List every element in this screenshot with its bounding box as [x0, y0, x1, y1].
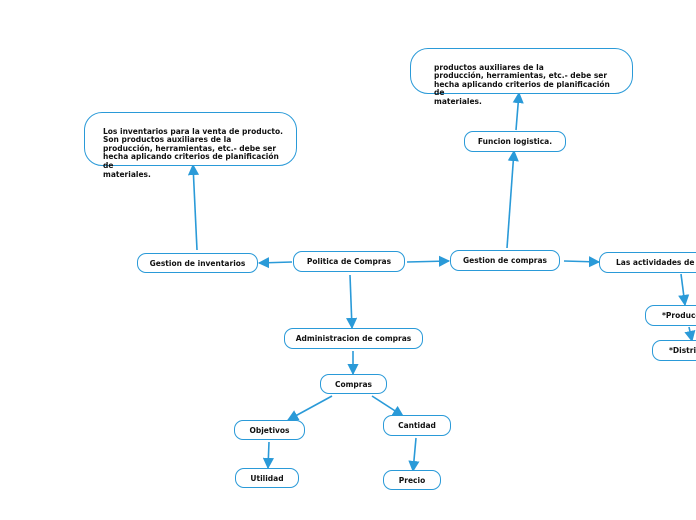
- funcion-logistica-node[interactable]: Funcion logistica.: [464, 131, 566, 152]
- root-node[interactable]: Politica de Compras: [293, 251, 405, 272]
- objetivos-label: Objetivos: [249, 425, 290, 435]
- compras-label: Compras: [334, 379, 373, 389]
- administracion-node[interactable]: Administracion de compras: [284, 328, 423, 349]
- gestion-inventarios-node[interactable]: Gestion de inventarios: [137, 253, 258, 273]
- cantidad-node[interactable]: Cantidad: [383, 415, 451, 436]
- funcion-logistica-label: Funcion logistica.: [477, 137, 553, 146]
- edge-produccion-distribucion: [684, 326, 696, 343]
- edge-root-administracion: [346, 274, 358, 330]
- edge-objetivos-utilidad: [262, 441, 274, 470]
- edge-compras-objetivos: [287, 395, 333, 421]
- edge-compras-cantidad: [371, 395, 404, 417]
- gestion-inventarios-label: Gestion de inventarios: [149, 258, 246, 268]
- utilidad-node[interactable]: Utilidad: [235, 468, 299, 488]
- logistica-note: productos auxiliares de la producción, h…: [410, 48, 633, 106]
- distribucion-label: *Distrib: [669, 346, 696, 355]
- produccion-node[interactable]: *Produccio: [645, 305, 696, 326]
- logistica-note-text: productos auxiliares de la producción, h…: [434, 62, 610, 106]
- edge-inventarios-note: [187, 163, 200, 251]
- actividades-node[interactable]: Las actividades de Lo: [599, 252, 696, 273]
- edge-root-gestion-compras: [406, 255, 451, 267]
- edge-logistica-note: [512, 91, 524, 131]
- inventarios-note: Los inventarios para la venta de product…: [84, 112, 297, 178]
- administracion-label: Administracion de compras: [295, 334, 412, 343]
- gestion-compras-node[interactable]: Gestion de compras: [450, 250, 560, 271]
- edge-gestion-compras-logistica: [506, 149, 519, 249]
- utilidad-label: Utilidad: [250, 473, 284, 483]
- cantidad-label: Cantidad: [398, 421, 436, 430]
- inventarios-note-text: Los inventarios para la venta de product…: [103, 126, 284, 179]
- compras-node[interactable]: Compras: [320, 374, 387, 394]
- edge-cantidad-precio: [408, 437, 420, 473]
- edge-actividades-produccion: [678, 273, 690, 307]
- precio-label: Precio: [398, 475, 426, 485]
- edge-gestion-compras-actividades: [563, 256, 601, 268]
- actividades-label: Las actividades de Lo: [616, 258, 696, 267]
- distribucion-node[interactable]: *Distrib: [652, 340, 696, 361]
- produccion-label: *Produccio: [662, 311, 696, 320]
- gestion-compras-label: Gestion de compras: [462, 256, 548, 265]
- edge-root-inventarios: [257, 257, 293, 269]
- root-node-label: Politica de Compras: [306, 257, 392, 266]
- precio-node[interactable]: Precio: [383, 470, 441, 490]
- objetivos-node[interactable]: Objetivos: [234, 420, 305, 440]
